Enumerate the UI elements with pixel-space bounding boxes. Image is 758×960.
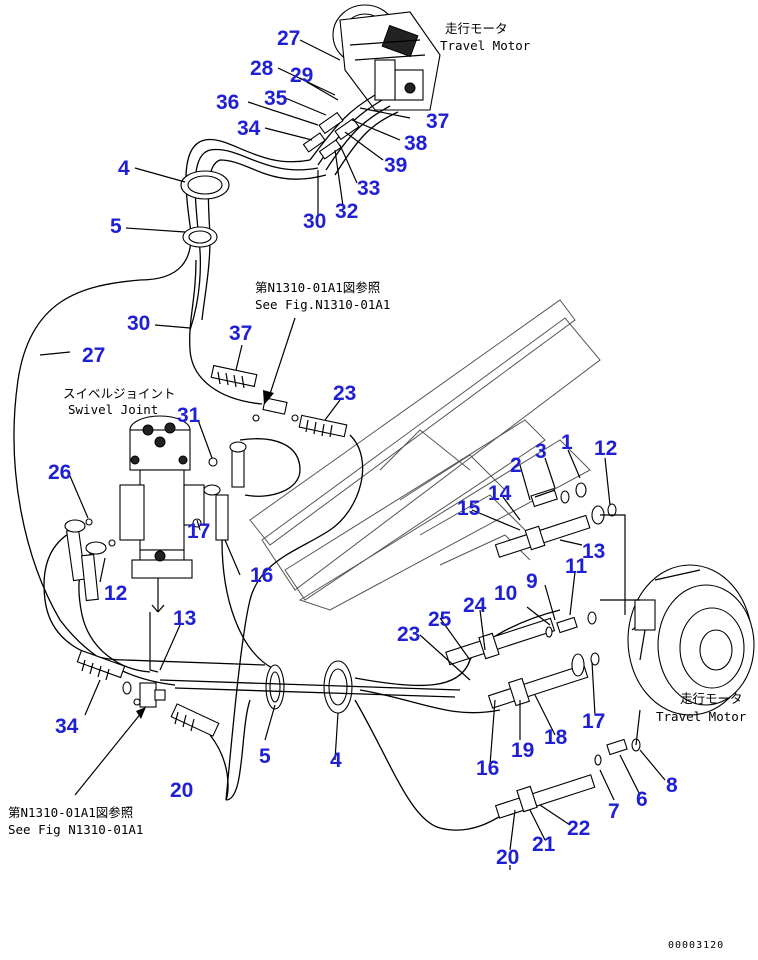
callout-3: 3 [535,440,547,463]
callout-36: 36 [216,91,239,114]
callout-2: 2 [510,454,522,477]
callout-7: 7 [608,800,620,823]
swivel-joint [119,415,205,673]
callout-33: 33 [357,177,380,200]
callout-13-left: 13 [173,607,196,630]
callout-17-left: 17 [187,520,210,543]
callout-15: 15 [457,497,481,520]
caption-labels: 走行モータ Travel Motor 走行モータ Travel Motor スイ… [8,21,747,951]
callout-34-top: 34 [237,117,261,140]
callout-10: 10 [494,582,517,605]
watermark-logo [249,299,601,611]
callout-20-bottom: 20 [496,846,519,869]
clamp-bottom [159,660,461,801]
callout-18: 18 [544,726,568,749]
callout-20-left: 20 [170,779,193,802]
callout-37-top: 37 [426,110,449,133]
callout-34-bottom: 34 [55,715,79,738]
callout-21: 21 [532,833,556,856]
callout-29: 29 [290,64,313,87]
ref-top-en: See Fig.N1310-01A1 [255,297,390,312]
clamp-top [180,170,230,248]
callout-30-top: 30 [303,210,326,233]
callout-5-top: 5 [110,215,122,238]
travel-motor-right-en: Travel Motor [656,709,747,724]
ref-bottom-jp: 第N1310-01A1図参照 [8,805,133,820]
hose-group-lower [209,609,561,831]
callout-24: 24 [463,594,487,617]
travel-motor-top-jp: 走行モータ [445,21,508,36]
callout-4-top: 4 [118,157,130,180]
callout-22: 22 [567,817,590,840]
callout-16-right: 16 [476,757,499,780]
travel-motor-right-jp: 走行モータ [680,691,743,706]
callout-17-right: 17 [582,710,605,733]
leader-lines [39,39,666,870]
callout-32: 32 [335,200,358,223]
callout-31: 31 [177,404,201,427]
travel-motor-top [332,4,441,111]
callout-30-mid: 30 [127,312,150,335]
swivel-joint-en: Swivel Joint [68,402,158,417]
callout-26: 26 [48,461,71,484]
ref-bottom-en: See Fig N1310-01A1 [8,822,143,837]
callout-8: 8 [666,774,678,797]
callout-5-bottom: 5 [259,745,271,768]
hose-group-swivel [43,434,364,801]
callout-38: 38 [404,132,428,155]
callout-12-right: 12 [594,437,617,460]
swivel-joint-jp: スイベルジョイント [63,386,176,401]
fittings-upper [210,364,348,438]
callout-35: 35 [264,87,288,110]
callout-23-top: 23 [333,382,356,405]
callout-16-left: 16 [250,564,273,587]
reference-arrows [74,317,296,796]
hose-group-top [13,94,399,686]
callout-14: 14 [488,482,512,505]
callout-numbers: 27 28 29 35 36 37 34 38 39 33 32 30 4 5 … [48,27,678,869]
callout-11: 11 [565,555,588,578]
callout-13-right: 13 [582,540,605,563]
callout-19: 19 [511,739,534,762]
callout-27-left: 27 [82,344,105,367]
callout-4-bottom: 4 [330,749,342,772]
travel-motor-top-en: Travel Motor [440,38,531,53]
callout-39: 39 [384,154,407,177]
ref-top-jp: 第N1310-01A1図参照 [255,280,380,295]
callout-1: 1 [561,431,573,454]
callout-12-left: 12 [104,582,127,605]
callout-37-mid: 37 [229,322,252,345]
callout-25: 25 [428,608,452,631]
callout-28: 28 [250,57,274,80]
callout-6: 6 [636,788,648,811]
drawing-code: 00003120 [668,940,724,951]
callout-9: 9 [526,570,538,593]
callout-27-top: 27 [277,27,300,50]
travel-motor-right [600,514,755,746]
callout-23-bottom: 23 [397,623,420,646]
